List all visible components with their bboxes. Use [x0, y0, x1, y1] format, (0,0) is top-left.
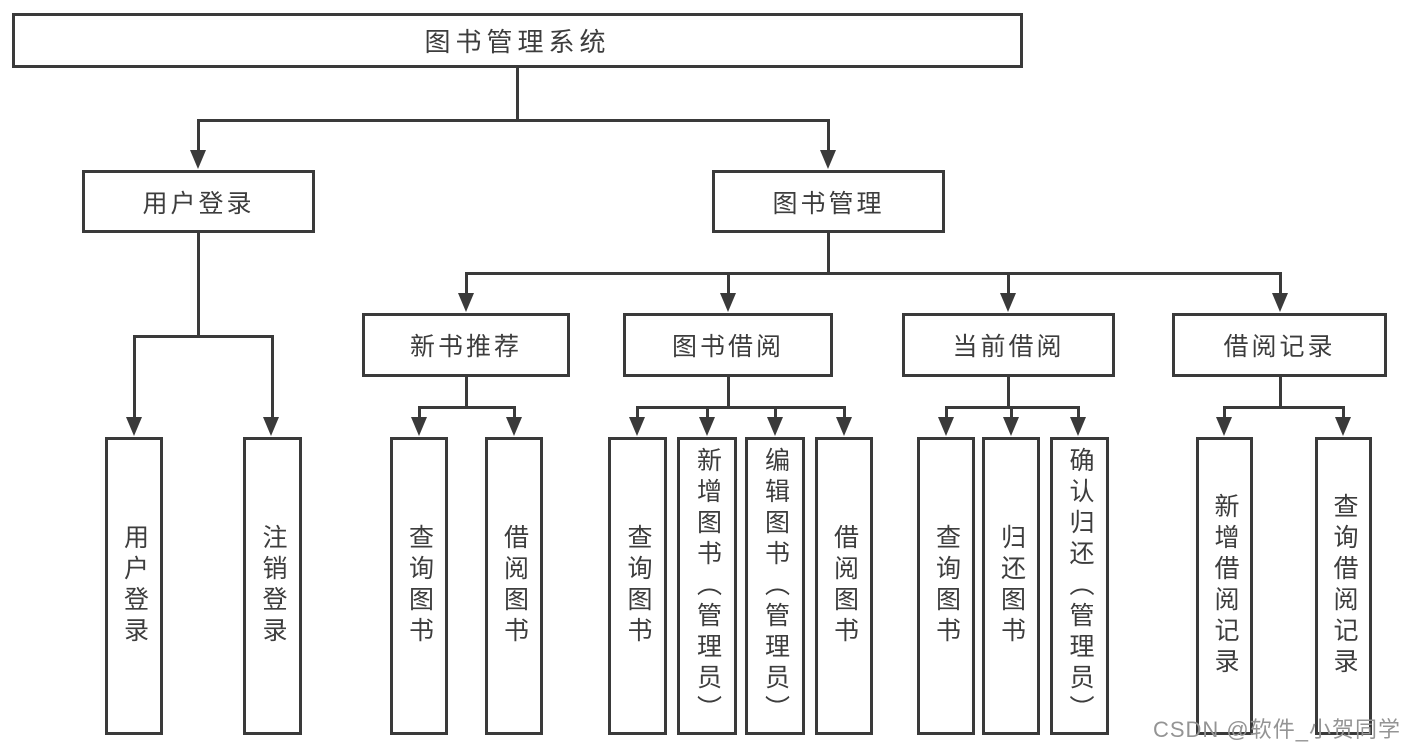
- arrowhead-query-books-current: [938, 417, 954, 436]
- leaf-query-books-recommend-label: 查询图书: [405, 524, 434, 648]
- connector-drop-leaf-logout: [271, 335, 274, 420]
- arrowhead-borrow-books: [836, 417, 852, 436]
- node-borrow-records-label: 借阅记录: [1223, 333, 1336, 361]
- node-root-system: 图书管理系统: [12, 13, 1023, 68]
- arrowhead-add-borrow-record: [1216, 417, 1232, 436]
- connector-borrow-records-distributor: [1223, 406, 1345, 409]
- leaf-borrow-books-recommend-label: 借阅图书: [500, 524, 529, 648]
- leaf-query-borrow-record-label: 查询借阅记录: [1330, 493, 1358, 679]
- leaf-add-book-admin-label: 新增图书（管理员）: [693, 446, 722, 726]
- arrowhead-return-book: [1003, 417, 1019, 436]
- connector-drop-current-borrow: [1007, 272, 1010, 296]
- node-new-book-recommend-label: 新书推荐: [409, 333, 522, 361]
- node-book-borrow-label: 图书借阅: [671, 333, 784, 361]
- connector-new-book-recommend-stem: [465, 377, 468, 406]
- connector-drop-add-book-admin: [706, 406, 709, 420]
- arrowhead-current-borrow: [1000, 293, 1016, 312]
- arrowhead-leaf-logout: [263, 417, 279, 436]
- node-user-login: 用户登录: [82, 170, 315, 233]
- connector-new-book-recommend-distributor: [418, 406, 516, 409]
- arrowhead-book-borrow: [720, 293, 736, 312]
- leaf-edit-book-admin: 编辑图书（管理员）: [745, 437, 805, 735]
- node-root-label: 图书管理系统: [424, 27, 611, 57]
- node-new-book-recommend: 新书推荐: [362, 313, 570, 377]
- connector-drop-borrow-books-recommend: [513, 406, 516, 420]
- leaf-user-login-label: 用户登录: [120, 524, 149, 648]
- node-current-borrow-label: 当前借阅: [952, 333, 1065, 361]
- connector-drop-query-borrow-record: [1342, 406, 1345, 420]
- connector-drop-query-books-borrow: [636, 406, 639, 420]
- node-user-login-label: 用户登录: [142, 189, 255, 218]
- connector-drop-book-borrow: [727, 272, 730, 296]
- connector-user-login-stem: [197, 233, 200, 335]
- connector-book-borrow-stem: [727, 377, 730, 406]
- connector-top-distributor: [197, 119, 830, 122]
- connector-drop-query-books-current: [945, 406, 948, 420]
- leaf-borrow-books: 借阅图书: [815, 437, 873, 735]
- connector-drop-confirm-return-admin: [1077, 406, 1080, 420]
- connector-drop-borrow-records: [1279, 272, 1282, 296]
- connector-current-borrow-stem: [1007, 377, 1010, 406]
- arrowhead-query-books-recommend: [411, 417, 427, 436]
- leaf-query-borrow-record: 查询借阅记录: [1315, 437, 1372, 735]
- arrowhead-confirm-return-admin: [1070, 417, 1086, 436]
- connector-drop-new-book-recommend: [465, 272, 468, 296]
- leaf-query-books-borrow-label: 查询图书: [624, 524, 652, 648]
- leaf-query-books-current: 查询图书: [917, 437, 975, 735]
- arrowhead-leaf-user-login: [126, 417, 142, 436]
- leaf-confirm-return-admin-label: 确认归还（管理员）: [1066, 446, 1094, 726]
- node-book-borrow: 图书借阅: [623, 313, 833, 377]
- csdn-watermark: CSDN @软件_小贺同学: [1152, 717, 1401, 742]
- connector-book-management-stem: [827, 233, 830, 272]
- leaf-logout: 注销登录: [243, 437, 302, 735]
- leaf-add-borrow-record: 新增借阅记录: [1196, 437, 1253, 735]
- leaf-add-borrow-record-label: 新增借阅记录: [1211, 493, 1239, 679]
- leaf-add-book-admin: 新增图书（管理员）: [677, 437, 737, 735]
- connector-drop-add-borrow-record: [1223, 406, 1226, 420]
- connector-drop-book-management: [827, 119, 830, 153]
- node-current-borrow: 当前借阅: [902, 313, 1115, 377]
- arrowhead-new-book-recommend: [458, 293, 474, 312]
- leaf-query-books-current-label: 查询图书: [932, 524, 961, 648]
- leaf-return-book-label: 归还图书: [997, 524, 1026, 648]
- connector-drop-leaf-user-login: [133, 335, 136, 420]
- node-book-management-label: 图书管理: [772, 189, 885, 218]
- arrowhead-query-books-borrow: [629, 417, 645, 436]
- leaf-query-books-borrow: 查询图书: [608, 437, 667, 735]
- leaf-edit-book-admin-label: 编辑图书（管理员）: [761, 446, 790, 726]
- connector-drop-edit-book-admin: [774, 406, 777, 420]
- arrowhead-user-login: [190, 150, 206, 169]
- connector-book-borrow-distributor: [636, 406, 845, 409]
- arrowhead-query-borrow-record: [1335, 417, 1351, 436]
- leaf-borrow-books-recommend: 借阅图书: [485, 437, 543, 735]
- leaf-return-book: 归还图书: [982, 437, 1040, 735]
- node-borrow-records: 借阅记录: [1172, 313, 1387, 377]
- arrowhead-borrow-records: [1272, 293, 1288, 312]
- leaf-query-books-recommend: 查询图书: [390, 437, 448, 735]
- connector-drop-user-login: [197, 119, 200, 153]
- leaf-logout-label: 注销登录: [259, 524, 287, 648]
- connector-user-login-distributor: [133, 335, 274, 338]
- arrowhead-book-management: [820, 150, 836, 169]
- connector-borrow-records-stem: [1279, 377, 1282, 406]
- leaf-user-login: 用户登录: [105, 437, 163, 735]
- leaf-confirm-return-admin: 确认归还（管理员）: [1050, 437, 1109, 735]
- arrowhead-add-book-admin: [699, 417, 715, 436]
- leaf-borrow-books-label: 借阅图书: [830, 524, 859, 648]
- node-book-management: 图书管理: [712, 170, 945, 233]
- connector-drop-query-books-recommend: [418, 406, 421, 420]
- arrowhead-borrow-books-recommend: [506, 417, 522, 436]
- arrowhead-edit-book-admin: [767, 417, 783, 436]
- connector-root-stem: [516, 68, 519, 119]
- connector-book-management-distributor: [465, 272, 1282, 275]
- connector-drop-return-book: [1010, 406, 1013, 420]
- connector-drop-borrow-books: [843, 406, 846, 420]
